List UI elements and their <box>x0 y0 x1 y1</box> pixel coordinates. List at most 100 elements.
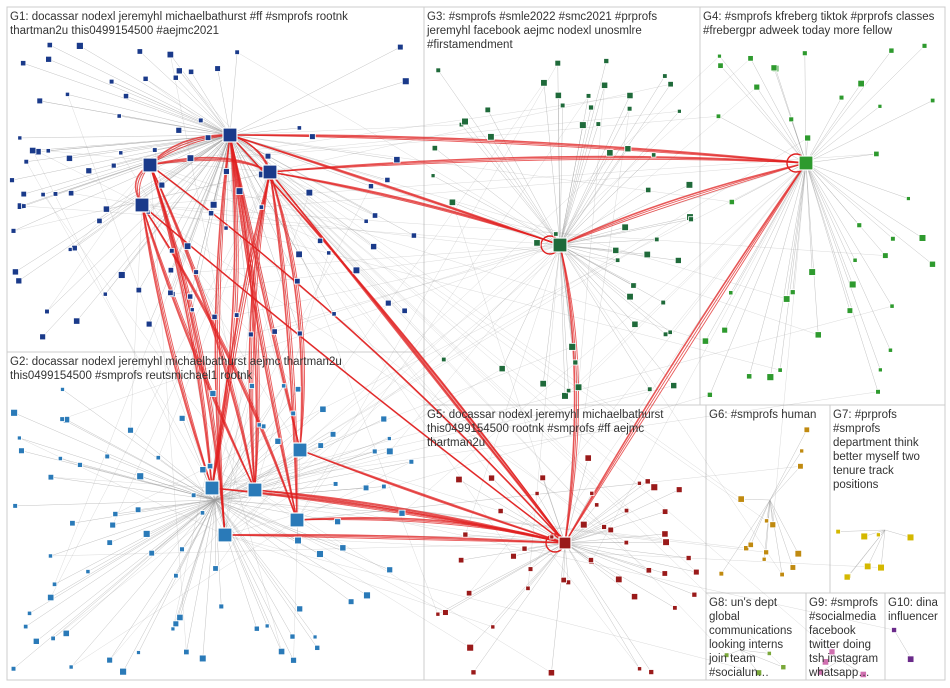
graph-node <box>212 565 219 572</box>
edge <box>724 162 807 331</box>
label-g7-line3: department think <box>833 437 919 449</box>
edge <box>229 134 310 193</box>
edge <box>217 68 231 136</box>
graph-node <box>134 506 142 513</box>
edge <box>214 418 384 501</box>
graph-node <box>20 190 27 198</box>
graph-node <box>253 625 260 632</box>
graph-node <box>199 466 207 474</box>
edge <box>805 162 813 273</box>
graph-node <box>296 330 303 337</box>
graph-node <box>26 610 33 616</box>
graph-node <box>59 416 66 422</box>
edge <box>893 629 913 661</box>
label-g3: G3: #smprofs #smle2022 #smc2021 #prprofs… <box>426 11 660 51</box>
edge <box>805 162 933 265</box>
edge <box>705 162 807 342</box>
edge-strong <box>564 162 807 544</box>
edge <box>15 499 216 507</box>
graph-node <box>615 575 623 584</box>
graph-node <box>728 198 735 206</box>
graph-node <box>65 154 73 162</box>
graph-node <box>533 239 541 247</box>
graph-node <box>67 190 75 197</box>
edge <box>296 95 589 521</box>
graph-node <box>873 150 880 158</box>
graph-node <box>488 474 496 482</box>
edge <box>542 477 566 544</box>
edge <box>190 71 231 136</box>
edge <box>501 244 561 369</box>
graph-node <box>50 635 56 642</box>
edge <box>115 499 216 515</box>
graph-node <box>630 282 637 289</box>
edge <box>269 171 605 528</box>
edge <box>13 412 216 501</box>
edge-strong <box>269 171 566 544</box>
label-g10-line1: G10: dina <box>888 597 938 609</box>
edge-strong <box>141 204 298 521</box>
graph-node <box>457 557 465 564</box>
graph-node <box>45 55 53 63</box>
graph-node <box>122 93 130 100</box>
edge <box>214 499 338 522</box>
edge <box>468 162 807 594</box>
graph-node <box>579 121 587 129</box>
edge <box>274 162 807 332</box>
graph-node <box>717 62 724 69</box>
graph-node <box>804 134 812 142</box>
edge-strong <box>149 164 226 536</box>
edge <box>299 216 691 451</box>
graph-node <box>662 331 669 338</box>
label-g9-line2: #socialmedia <box>809 611 877 623</box>
graph-node <box>706 391 713 398</box>
graph-node <box>848 280 857 289</box>
edge-strong <box>269 171 305 451</box>
graph-node <box>527 566 534 572</box>
graph-node <box>15 277 23 285</box>
edge <box>42 134 231 337</box>
label-g5-line1: G5: docassar nodexl jeremyhl michaelbath… <box>427 409 664 421</box>
group-panels <box>6 6 946 681</box>
graph-node <box>367 183 374 190</box>
graph-node <box>235 187 244 195</box>
edge <box>111 81 231 136</box>
label-g3-line2: jeremyhl facebook aejmc nodexl unosmlre <box>426 25 642 37</box>
graph-node <box>688 216 694 223</box>
edge <box>179 70 231 136</box>
edge <box>786 162 807 300</box>
graph-node <box>572 359 579 366</box>
graph-node <box>777 367 783 373</box>
edge-strong <box>229 134 301 451</box>
panel-g7 <box>829 404 946 594</box>
edge <box>229 134 833 652</box>
edge <box>192 134 231 310</box>
graph-node <box>277 647 286 656</box>
graph-node <box>651 152 657 158</box>
edge-strong <box>564 162 807 544</box>
edge <box>765 499 771 553</box>
graph-node <box>110 162 117 169</box>
edge <box>559 239 657 246</box>
graph-node <box>435 67 442 74</box>
graph-node <box>233 312 240 318</box>
graph-node <box>601 524 607 530</box>
edge <box>296 461 412 521</box>
label-g7-line2: #smprofs <box>833 423 881 435</box>
graph-node <box>828 648 836 656</box>
graph-node <box>135 286 143 294</box>
graph-node <box>568 342 577 351</box>
edge <box>805 97 842 164</box>
edge <box>524 542 566 549</box>
edge <box>229 134 329 254</box>
edge <box>739 649 784 668</box>
edge <box>719 55 807 164</box>
edge <box>71 519 298 668</box>
label-g9-line6: whatsapp… <box>808 667 870 679</box>
graph-node <box>142 75 149 82</box>
edge <box>50 542 566 557</box>
graph-node <box>127 426 134 434</box>
graph-node <box>816 668 825 676</box>
graph-node <box>106 539 113 546</box>
graph-node <box>770 64 778 72</box>
